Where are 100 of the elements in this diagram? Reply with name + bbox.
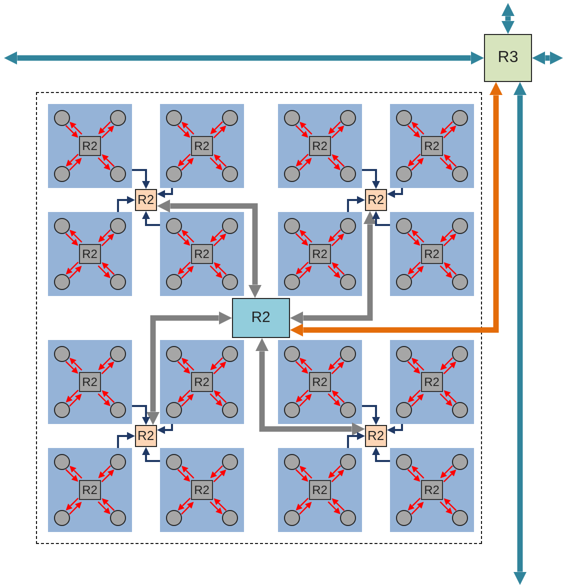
arrow [440,393,452,406]
arrow [98,229,111,242]
arrow [295,361,308,374]
arrow [296,154,309,166]
arrow [412,466,424,479]
arrow [332,154,345,167]
cluster-panel [278,340,362,424]
arrow [412,230,424,243]
arrow [69,266,82,279]
cluster-panel [160,340,244,424]
arrow [296,498,309,510]
node-circle [110,166,126,182]
router-box: R2 [420,136,443,156]
arrow [411,158,424,171]
arrow [65,361,78,374]
arrow [181,266,194,279]
node-circle [222,274,238,290]
node-circle [166,402,182,418]
arrow [117,432,135,448]
arrow [443,234,456,246]
arrow [98,357,111,370]
arrow [210,357,223,370]
router-box: R2 [134,188,157,211]
router-box: R2 [190,372,213,392]
arrow [328,265,340,278]
node-circle [166,510,182,526]
arrow [70,466,82,479]
arrow [70,230,82,243]
arrow [299,158,312,171]
arrow [328,229,341,242]
node-circle [54,274,70,290]
node-circle [284,110,300,126]
arrow [181,502,194,515]
node-circle [452,218,468,234]
node-circle [284,166,300,182]
node-circle [222,510,238,526]
arrow [210,265,222,278]
double-arrow [146,311,232,425]
arrow [440,501,452,514]
node-circle [54,218,70,234]
node-circle [110,346,126,362]
node-circle [166,274,182,290]
arrow [332,498,345,511]
arrow [102,262,115,275]
router-box: R2 [420,480,443,500]
arrow [443,126,456,138]
arrow [408,154,421,166]
node-circle [54,110,70,126]
router-box: R2 [420,372,443,392]
arrow [70,122,82,135]
arrow [66,390,79,402]
node-circle [54,166,70,182]
arrow [332,262,345,275]
cluster-panel [160,448,244,532]
arrow [407,361,420,374]
cluster-panel [160,212,244,296]
arrow [69,158,82,171]
arrow [214,262,227,275]
router-box: R2 [364,424,387,447]
arrow [299,394,312,407]
arrow [177,469,190,482]
arrow [299,502,312,515]
arrow [328,501,340,514]
arrow [210,501,222,514]
arrow [66,154,79,166]
node-circle [396,510,412,526]
cluster-panel [390,448,474,532]
arrow [387,188,403,198]
arrow [101,470,114,482]
router-box: R2 [308,480,331,500]
arrow [210,157,222,170]
arrow [372,447,390,462]
cluster-panel [48,104,132,188]
arrow [411,394,424,407]
arrow [408,390,421,402]
arrow [117,196,135,212]
node-circle [166,346,182,362]
arrow [157,188,173,198]
node-circle [222,402,238,418]
arrow [101,126,114,138]
arrow [132,405,150,425]
arrow [178,498,191,510]
node-circle [222,110,238,126]
arrow [182,230,194,243]
arrow [178,262,191,274]
node-circle [340,454,356,470]
node-circle [110,110,126,126]
arrow [98,121,111,134]
arrow [98,465,111,478]
node-circle [340,218,356,234]
arrow [331,362,344,374]
arrow [300,122,312,135]
arrow [101,234,114,246]
cluster-panel [278,212,362,296]
router-box: R2 [308,136,331,156]
router-box: R2 [78,244,101,264]
arrow [328,393,340,406]
node-circle [340,510,356,526]
arrow [444,154,457,167]
node-circle [396,110,412,126]
